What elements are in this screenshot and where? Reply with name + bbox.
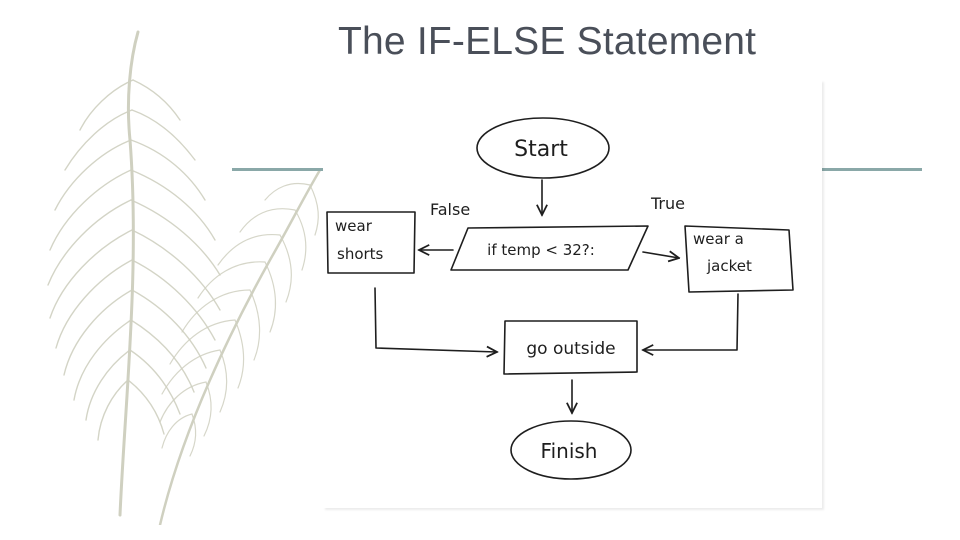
finish-label: Finish — [541, 439, 598, 463]
true-action-node: wear a jacket — [684, 225, 794, 293]
feather-decoration — [47, 30, 322, 525]
start-node: Start — [476, 117, 610, 179]
true-action-line2: jacket — [706, 257, 752, 275]
merge-action-label: go outside — [526, 339, 615, 359]
flowchart-diagram: Start if temp < 32?: False True wear sho… — [326, 117, 794, 480]
accent-rule-right — [820, 168, 922, 171]
true-action-line1: wear a — [693, 230, 744, 248]
decision-label: if temp < 32?: — [487, 241, 595, 259]
false-action-line2: shorts — [337, 245, 384, 263]
finish-node: Finish — [510, 420, 632, 480]
false-branch-label: False — [430, 200, 470, 219]
arrow-true-to-merge — [643, 293, 739, 350]
merge-action-node: go outside — [503, 320, 638, 375]
flowchart-panel: Start if temp < 32?: False True wear sho… — [323, 80, 822, 508]
slide-title: The IF-ELSE Statement — [338, 20, 757, 63]
start-label: Start — [514, 137, 568, 162]
false-action-node: wear shorts — [326, 211, 416, 274]
true-branch-label: True — [650, 194, 685, 213]
arrow-decision-to-true — [642, 252, 679, 258]
false-action-line1: wear — [335, 217, 373, 235]
accent-rule-left — [232, 168, 328, 171]
decision-node: if temp < 32?: — [450, 225, 649, 271]
arrow-false-to-merge — [374, 287, 497, 352]
